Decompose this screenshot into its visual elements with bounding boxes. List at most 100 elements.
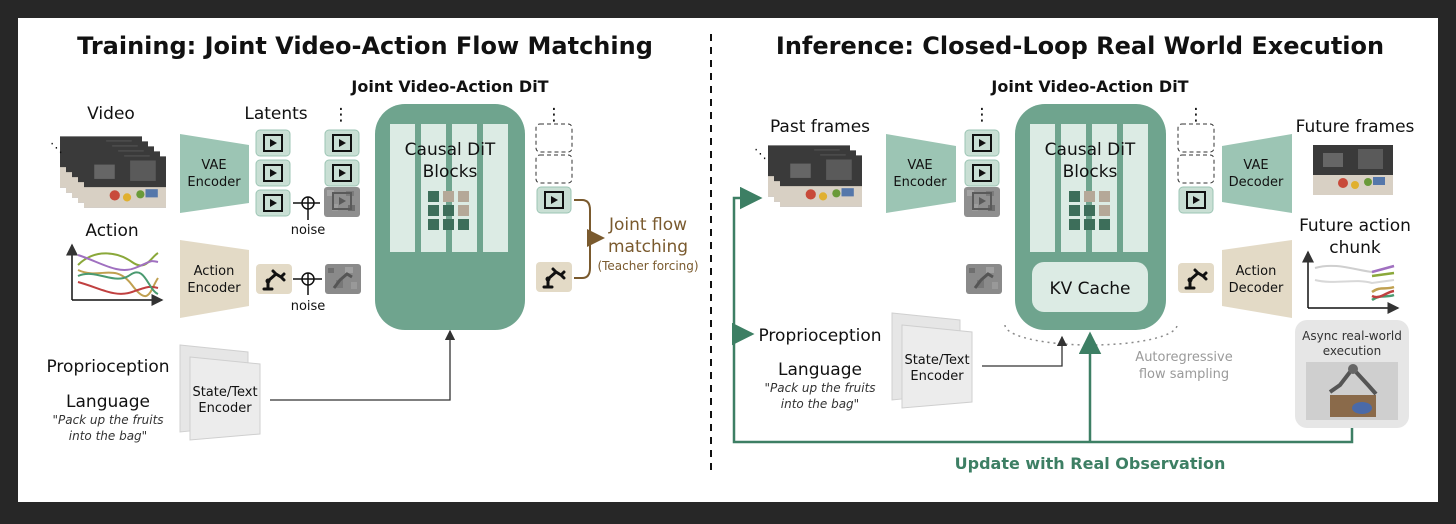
inference-language-quote-2: into the bag" <box>781 397 859 411</box>
video-latent-icon <box>324 159 360 187</box>
past-frame-stack <box>768 145 862 207</box>
noisy-future-latent-icon <box>964 187 1000 217</box>
masked-output-slot <box>535 154 573 184</box>
noisy-latent-icon <box>324 187 360 217</box>
action-label: Action <box>85 221 138 241</box>
latent-ellipsis: ⋮ <box>333 105 350 125</box>
attention-mask-icon <box>1069 191 1110 230</box>
action-encoder-label-1: Action <box>194 264 235 279</box>
dit-column <box>483 124 508 252</box>
future-action-label-2: chunk <box>1329 238 1381 258</box>
vae-encoder <box>180 134 249 213</box>
action-curve <box>1371 289 1395 299</box>
mask-cell <box>1069 205 1080 216</box>
action-encoder <box>180 240 249 318</box>
mask-cell <box>428 205 439 216</box>
vae-encoder-label-1: VAE <box>201 158 226 173</box>
mask-cell <box>458 191 469 202</box>
video-latent-icon <box>255 129 291 157</box>
mask-cell <box>458 205 469 216</box>
action-trajectory-plot <box>66 243 164 306</box>
update-label: Update with Real Observation <box>955 454 1226 473</box>
inference-dit-blocks-label-2: Blocks <box>1063 162 1118 182</box>
mask-cell <box>1099 205 1110 216</box>
action-curve <box>1371 264 1395 274</box>
mask-cell <box>443 219 454 230</box>
action-curve <box>77 271 159 295</box>
video-label: Video <box>87 104 135 124</box>
attention-mask-icon <box>428 191 469 230</box>
language-quote-2: into the bag" <box>69 429 147 443</box>
noisy-action-latent-icon <box>325 264 361 294</box>
encoder-card-front <box>901 324 973 409</box>
mask-cell <box>1084 219 1095 230</box>
language-label: Language <box>66 392 150 412</box>
encoder-card-front <box>189 356 261 441</box>
mask-cell <box>1069 191 1080 202</box>
action-latent-icon <box>256 264 292 294</box>
inference-proprioception-label: Proprioception <box>758 326 881 346</box>
action-curve <box>77 252 159 267</box>
noisy-action-latent-icon <box>966 264 1002 294</box>
mask-cell <box>458 219 469 230</box>
action-decoder-label-1: Action <box>1236 264 1277 279</box>
async-label-1: Async real-world <box>1302 329 1402 343</box>
predicted-action-latent-icon <box>1178 263 1214 293</box>
video-ellipsis: ⋱ <box>50 141 63 156</box>
mask-cell <box>443 191 454 202</box>
video-frame-image <box>84 156 166 208</box>
robot-head <box>1348 364 1358 374</box>
dit-blocks-label-2: Blocks <box>423 162 478 182</box>
faded-action-curve <box>1314 264 1395 274</box>
mask-cell <box>1084 191 1095 202</box>
action-encoder-label-2: Encoder <box>187 281 241 296</box>
past-frames-ellipsis: ⋱ <box>754 147 767 162</box>
robot-arms <box>1328 370 1378 396</box>
predicted-video-latent-icon <box>536 186 572 214</box>
mask-cell <box>1099 219 1110 230</box>
future-action-label-1: Future action <box>1299 216 1411 236</box>
video-latent-icon <box>255 159 291 187</box>
feedback-to-frames-arrow <box>732 186 1354 444</box>
training-dit-title: Joint Video-Action DiT <box>350 77 548 96</box>
inference-vae-encoder-label-2: Encoder <box>893 175 947 190</box>
inference-vae-encoder <box>886 134 956 213</box>
dit-column <box>1123 124 1148 252</box>
past-frames-label: Past frames <box>770 117 870 137</box>
dit-blocks-label-1: Causal DiT <box>405 140 496 160</box>
predicted-action-latent-icon <box>536 262 572 292</box>
action-curve <box>1371 285 1395 294</box>
inference-state-text-encoder <box>891 312 973 409</box>
mask-cell <box>1099 191 1110 202</box>
conditioning-arrow <box>982 335 1068 367</box>
future-action-plot <box>1302 250 1400 314</box>
conditioning-arrow <box>270 329 456 401</box>
dit-column <box>452 124 477 252</box>
inference-title: Inference: Closed-Loop Real World Execut… <box>776 32 1384 60</box>
proprioception-label: Proprioception <box>46 357 169 377</box>
inference-dit-title: Joint Video-Action DiT <box>990 77 1188 96</box>
output-ellipsis: ⋮ <box>546 105 563 125</box>
language-quote-1: "Pack up the fruits <box>52 413 163 427</box>
async-label-2: execution <box>1323 344 1381 358</box>
autoregressive-label-2: flow sampling <box>1139 367 1229 382</box>
dit-column <box>421 124 446 252</box>
state-text-encoder <box>179 344 261 441</box>
state-text-encoder-label-1: State/Text <box>192 385 257 400</box>
training-title: Training: Joint Video-Action Flow Matchi… <box>77 32 653 60</box>
mask-cell <box>428 191 439 202</box>
autoregressive-label-1: Autoregressive <box>1135 350 1232 365</box>
masked-output-slot <box>535 123 573 153</box>
kv-cache-label: KV Cache <box>1049 279 1130 299</box>
vae-decoder-label-1: VAE <box>1243 158 1268 173</box>
action-decoder-label-2: Decoder <box>1229 281 1284 296</box>
dit-column <box>1092 124 1117 252</box>
mask-cell <box>1069 219 1080 230</box>
masked-output-slot <box>1177 123 1215 153</box>
predicted-video-latent-icon <box>1178 186 1214 214</box>
robot-photo <box>1306 362 1398 420</box>
joint-flow-label-2: matching <box>608 237 688 257</box>
joint-flow-label-1: Joint flow <box>608 215 687 235</box>
inference-dit-blocks-label-1: Causal DiT <box>1045 140 1136 160</box>
